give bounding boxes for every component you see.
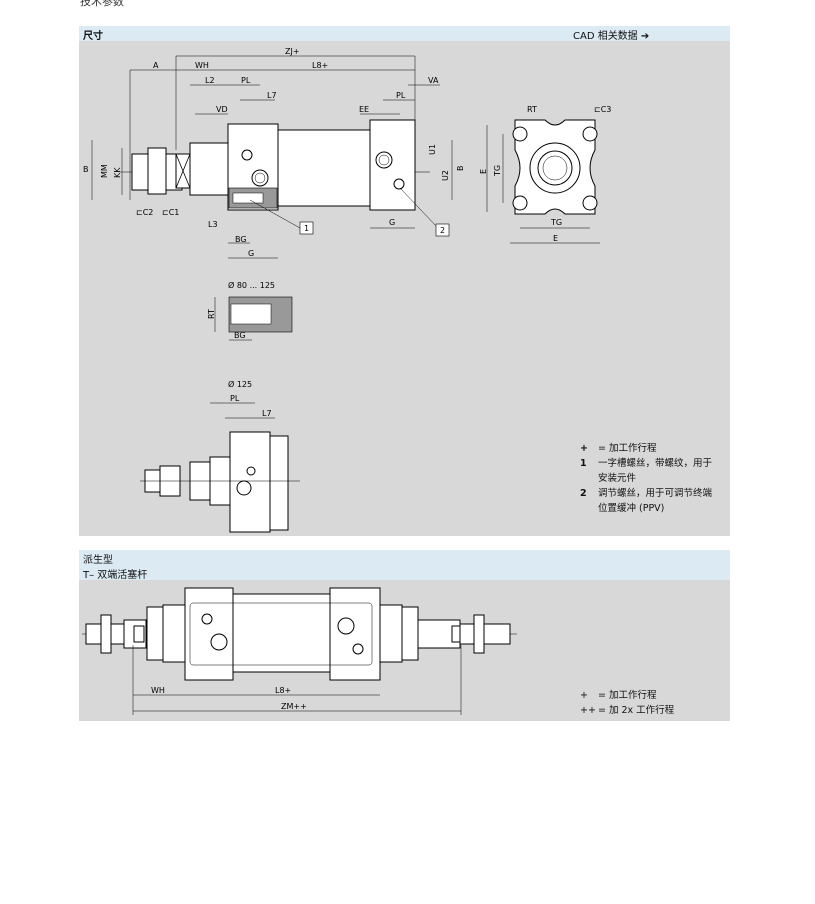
page-header-cut: 技术参数 <box>80 0 124 8</box>
dim-e-vertical: E <box>479 169 488 174</box>
dim-tg-horizontal: TG <box>550 218 562 227</box>
callout-2: 2 <box>440 226 445 235</box>
dim-tg-vertical: TG <box>493 165 502 177</box>
legend-item: += 加工作行程 <box>580 443 657 454</box>
cad-link-label: CAD 相关数据 <box>573 31 638 42</box>
detail-125-view: Ø 125 PL L7 <box>140 379 300 533</box>
detail1-bg: BG <box>234 331 246 340</box>
dim-u2: U2 <box>441 170 450 181</box>
arrow-right-icon: ➔ <box>640 31 650 42</box>
dim-zj: ZJ+ <box>285 47 300 56</box>
section-dimensions-header: 尺寸 CAD 相关数据 ➔ <box>79 26 730 42</box>
cylinder-side-view: ZJ+ A WH L8+ L2 PL L7 VD EE PL VA B MM K… <box>83 47 465 259</box>
detail1-rt: RT <box>207 309 216 319</box>
dim-b: B <box>83 165 89 174</box>
dim-kk: KK <box>113 167 122 178</box>
dim-e-horizontal: E <box>553 234 558 243</box>
section-variant-header: 派生型 T– 双端活塞杆 <box>79 550 730 581</box>
dim-wh: WH <box>195 61 209 70</box>
dim-rt: RT <box>527 105 537 114</box>
dim-ee: EE <box>359 105 369 114</box>
dim-l7: L7 <box>267 91 277 100</box>
detail2-l7: L7 <box>262 409 272 418</box>
legend-item: += 加工作行程 <box>580 690 657 701</box>
dim-g: G <box>248 249 254 258</box>
detail1-title: Ø 80 ... 125 <box>228 280 275 290</box>
dim-l8: L8+ <box>275 686 291 695</box>
dim-l3: L3 <box>208 220 218 229</box>
dim-c2: ⊏C2 <box>136 208 153 217</box>
double-rod-cylinder-view: WH L8+ ZM++ <box>82 587 517 715</box>
dim-l8: L8+ <box>312 61 328 70</box>
dim-l2: L2 <box>205 76 215 85</box>
dim-vd: VD <box>216 105 228 114</box>
legend-item: ++= 加 2x 工作行程 <box>580 705 675 716</box>
dim-va: VA <box>428 76 439 85</box>
dim-bg: BG <box>235 235 247 244</box>
cylinder-end-view: RT ⊏C3 E TG TG E <box>479 105 611 244</box>
dim-u1: U1 <box>428 144 437 155</box>
detail2-title: Ø 125 <box>228 379 252 389</box>
variant-legend: += 加工作行程 ++= 加 2x 工作行程 <box>580 688 730 718</box>
dim-c1: ⊏C1 <box>162 208 179 217</box>
dim-a: A <box>153 61 159 70</box>
dim-g-rear: G <box>389 218 395 227</box>
cad-data-link[interactable]: CAD 相关数据 ➔ <box>573 27 649 42</box>
callout-1: 1 <box>304 224 309 233</box>
dim-pl-rear: PL <box>396 91 406 100</box>
dim-mm: MM <box>100 164 109 178</box>
dim-pl: PL <box>241 76 251 85</box>
dim-zm: ZM++ <box>281 702 307 711</box>
section-title: 派生型 <box>83 555 113 566</box>
dim-wh: WH <box>151 686 165 695</box>
detail-section-80-125: Ø 80 ... 125 RT BG <box>207 280 293 341</box>
dim-c3: ⊏C3 <box>594 105 611 114</box>
detail2-pl: PL <box>230 394 240 403</box>
section-title: 尺寸 <box>83 31 103 42</box>
dim-b-rear: B <box>456 166 465 172</box>
section-subtitle: T– 双端活塞杆 <box>83 570 148 581</box>
